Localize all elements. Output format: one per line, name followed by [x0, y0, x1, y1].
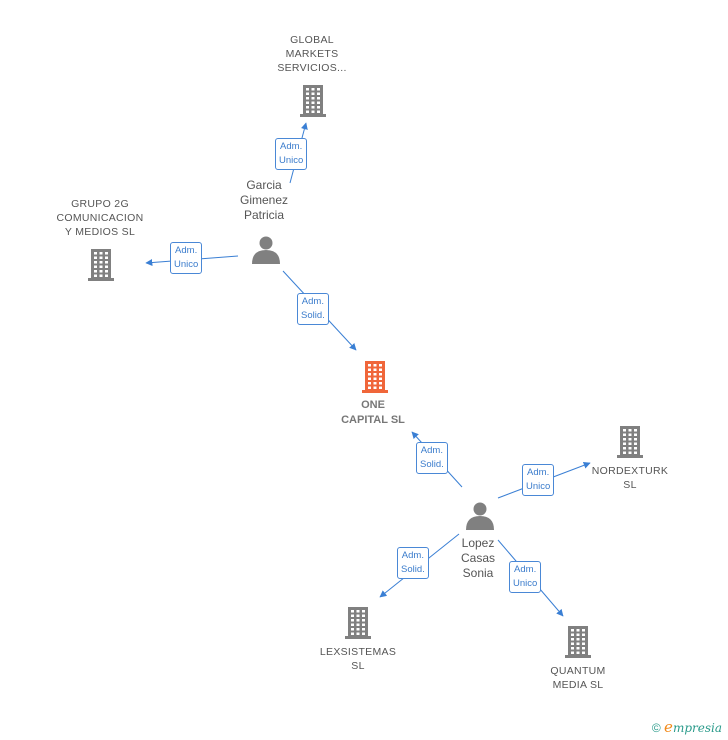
node-label-line: QUANTUM [550, 665, 606, 677]
brand-logo-text: mpresia [672, 721, 722, 735]
node-label-lexsistemas[interactable]: LEXSISTEMAS SL [298, 645, 418, 673]
node-label-line: LEXSISTEMAS [319, 646, 397, 658]
node-label-grupo-2g[interactable]: GRUPO 2G COMUNICACION Y MEDIOS SL [40, 197, 160, 239]
edge-label-line: Unico [174, 259, 199, 270]
edge-label-line: Solid. [401, 564, 425, 575]
edge-label-lopez-nordexturk[interactable]: Adm. Unico [522, 464, 555, 496]
node-label-line: SL [351, 660, 365, 672]
edge-label-line: Adm. [280, 141, 303, 152]
building-icon[interactable] [88, 249, 114, 281]
brand-credit: © empresia [652, 718, 722, 736]
edge-label-garcia-grupo[interactable]: Adm. Unico [170, 242, 203, 274]
edge-label-lopez-lexsistemas[interactable]: Adm. Solid. [397, 547, 429, 579]
person-icon[interactable] [466, 502, 494, 531]
node-label-line: CAPITAL SL [341, 414, 405, 426]
node-label-line: Casas [460, 551, 495, 565]
edge-label-line: Unico [526, 481, 551, 492]
building-icon[interactable] [345, 607, 371, 639]
edge-label-garcia-one[interactable]: Adm. Solid. [297, 293, 329, 325]
node-label-global-markets[interactable]: GLOBAL MARKETS SERVICIOS... [252, 33, 372, 75]
node-label-line: GRUPO 2G [71, 198, 129, 210]
node-label-line: ONE [361, 399, 385, 411]
node-label-line: MEDIA SL [552, 679, 604, 691]
node-label-line: Y MEDIOS SL [64, 226, 136, 238]
node-label-one-capital[interactable]: ONE CAPITAL SL [313, 398, 433, 428]
building-icon[interactable] [617, 426, 643, 458]
edge-label-line: Unico [279, 155, 304, 166]
copyright-symbol: © [651, 721, 661, 735]
edge-label-line: Adm. [514, 564, 537, 575]
person-icon[interactable] [252, 236, 280, 265]
edge-label-lopez-quantum[interactable]: Adm. Unico [509, 561, 542, 593]
edge-label-line: Adm. [401, 550, 424, 561]
building-icon[interactable] [362, 361, 388, 393]
node-label-quantum[interactable]: QUANTUM MEDIA SL [518, 664, 638, 692]
edge-label-line: Adm. [420, 445, 443, 456]
node-label-line: SL [623, 479, 637, 491]
node-label-line: SERVICIOS... [277, 62, 347, 74]
node-label-line: Sonia [462, 566, 494, 580]
edge-label-line: Solid. [420, 459, 444, 470]
edge-label-line: Solid. [301, 310, 325, 321]
building-icon[interactable] [565, 626, 591, 658]
node-label-line: Gimenez [239, 193, 289, 207]
node-label-line: NORDEXTURK [591, 465, 669, 477]
node-label-nordexturk[interactable]: NORDEXTURK SL [570, 464, 690, 492]
edge-label-line: Adm. [301, 296, 324, 307]
edge-label-garcia-global[interactable]: Adm. Unico [275, 138, 308, 170]
node-label-line: Patricia [243, 208, 284, 222]
building-icon[interactable] [300, 85, 326, 117]
node-label-line: GLOBAL [290, 34, 334, 46]
edge-label-line: Adm. [175, 245, 198, 256]
node-label-line: COMUNICACION [56, 212, 144, 224]
node-label-line: Lopez [461, 536, 495, 550]
node-label-line: Garcia [246, 178, 282, 192]
node-label-line: MARKETS [285, 48, 339, 60]
edge-label-line: Unico [513, 578, 538, 589]
edge-label-line: Adm. [527, 467, 550, 478]
edge-label-lopez-one[interactable]: Adm. Solid. [416, 442, 448, 474]
brand-logo-initial: e [664, 718, 673, 736]
